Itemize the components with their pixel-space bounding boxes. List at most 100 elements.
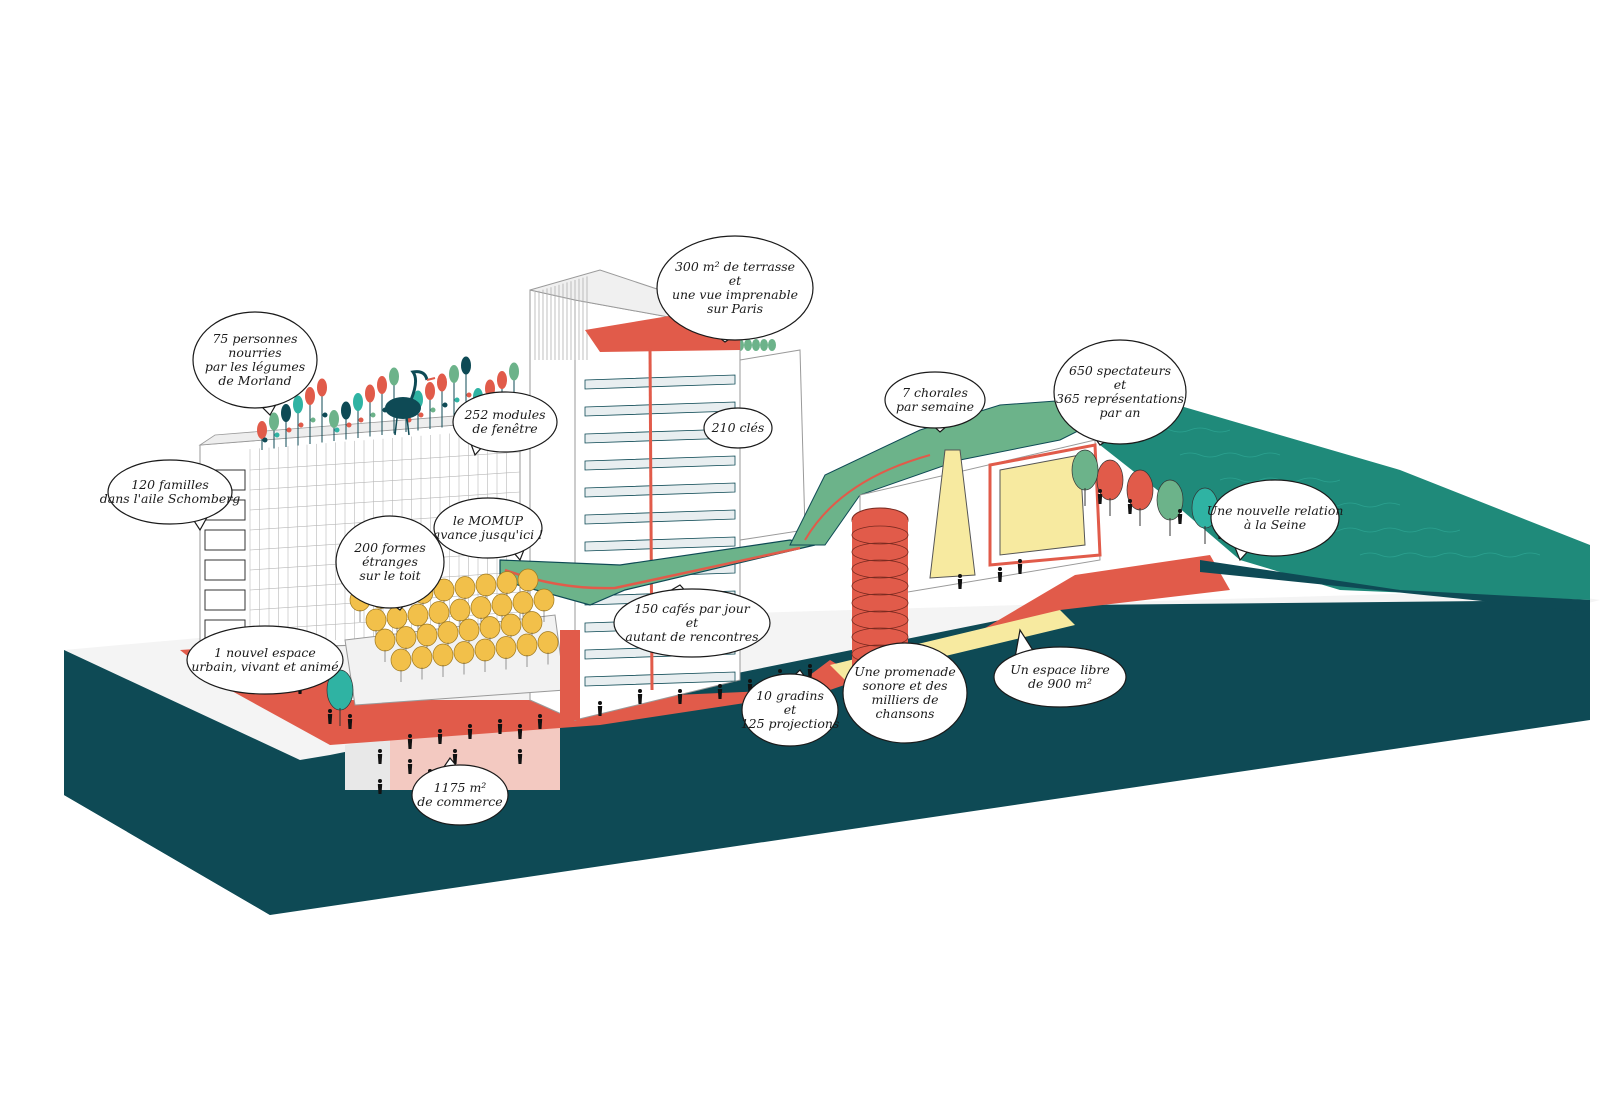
bubble-text-line: et: [1114, 377, 1127, 392]
person-silhouette-icon: [1017, 559, 1023, 574]
skywalk-red-line: [504, 546, 801, 590]
rooftop-plant-icon: [353, 393, 364, 438]
bubble-text-line: sonore et des: [862, 678, 947, 693]
spiral-ring: [851, 610, 909, 630]
bubble-text-line: sur Paris: [707, 301, 763, 316]
bubble-text-line: 200 formes: [353, 540, 426, 555]
annotation-bubble-keys: 210 clés: [703, 407, 773, 449]
dome-icon: [411, 646, 433, 680]
rooftop-plant-icon: [760, 339, 768, 351]
heron-bird-icon: [385, 370, 436, 436]
bubble-text-line: le MOMUP: [453, 513, 524, 528]
person-silhouette-icon: [517, 724, 523, 739]
tower-floor-slab: [584, 671, 736, 687]
red-ground-path: [180, 555, 1230, 745]
bubble-text-line: et: [686, 615, 699, 630]
person-silhouette-icon: [717, 684, 723, 699]
bubble-text-line: Un espace libre: [1010, 662, 1110, 677]
person-silhouette-icon: [637, 689, 643, 704]
tower-floor-slab: [584, 536, 736, 552]
person-silhouette-icon: [407, 759, 413, 774]
bubble-text-line: de Morland: [218, 373, 291, 388]
bubble-text-line: Une promenade: [854, 664, 956, 679]
dome-icon: [517, 568, 539, 602]
hall-red-outline: [988, 443, 1102, 567]
person-silhouette-icon: [1097, 489, 1103, 504]
person-silhouette-icon: [1177, 509, 1183, 524]
rooftop-plant-icon: [365, 384, 376, 437]
dome-icon: [474, 638, 496, 672]
bubble-text-line: à la Seine: [1244, 517, 1306, 532]
spiral-ring: [851, 593, 909, 613]
bubble-text-line: par an: [1100, 405, 1141, 420]
tree-icon: [1126, 469, 1154, 526]
rooftop-plant-icon: [752, 339, 760, 351]
tree-icon: [1096, 459, 1124, 516]
rooftop-plant-icon: [768, 339, 776, 351]
person-silhouette-icon: [957, 574, 963, 589]
bubble-text-line: de commerce: [417, 794, 502, 809]
rooftop-plant-icon: [257, 421, 268, 450]
bubble-text-line: de fenêtre: [472, 421, 537, 436]
bubble-text-line: par semaine: [896, 399, 974, 414]
spiral-ring: [851, 559, 909, 579]
dome-icon: [432, 643, 454, 677]
tower-floor-slab: [584, 455, 736, 471]
bubble-text-line: et: [784, 702, 797, 717]
spiral-ring: [851, 576, 909, 596]
concert-hall: [851, 439, 1102, 681]
rooftop-plant-icon: [437, 373, 448, 428]
ground-front-face: [64, 600, 1590, 915]
person-silhouette-icon: [327, 709, 333, 724]
dome-icon: [365, 608, 387, 642]
dome-icon: [475, 573, 497, 607]
dome-icon: [479, 616, 501, 650]
rooftop-plant-icon: [449, 365, 460, 426]
person-silhouette-icon: [467, 724, 473, 739]
dome-icon: [533, 588, 555, 622]
dome-icon: [416, 623, 438, 657]
bubble-text-line: 252 modules: [463, 407, 545, 422]
bubble-text-line: 300 m² de terrasse: [675, 259, 795, 274]
dome-icon: [495, 636, 517, 670]
green-ramp-red-line: [804, 454, 931, 541]
bubble-text-line: Une nouvelle relation: [1207, 503, 1344, 518]
person-silhouette-icon: [377, 779, 383, 794]
person-silhouette-icon: [452, 749, 458, 764]
dome-icon: [374, 628, 396, 662]
choir-cone: [929, 449, 976, 579]
bubble-text-line: chansons: [876, 706, 935, 721]
dome-icon: [500, 613, 522, 647]
person-silhouette-icon: [597, 701, 603, 716]
person-silhouette-icon: [677, 689, 683, 704]
dome-icon: [516, 633, 538, 667]
bubble-text-line: et: [729, 273, 742, 288]
bubble-text-line: par les légumes: [205, 359, 305, 374]
tower-floor-slab: [584, 509, 736, 525]
person-silhouette-icon: [517, 749, 523, 764]
tree-icon: [1156, 479, 1184, 536]
person-silhouette-icon: [437, 729, 443, 744]
person-silhouette-icon: [997, 567, 1003, 582]
bubble-text-line: urbain, vivant et animé: [191, 659, 339, 674]
dome-icon: [390, 648, 412, 682]
person-silhouette-icon: [377, 749, 383, 764]
spiral-ring: [851, 525, 909, 545]
rooftop-plant-icon: [305, 387, 316, 444]
dome-icon: [454, 576, 476, 610]
person-silhouette-icon: [407, 734, 413, 749]
tree-icon: [1071, 449, 1099, 506]
bubble-text-line: étranges: [362, 554, 418, 569]
bubble-text-line: nourries: [228, 345, 281, 360]
dome-icon: [537, 631, 559, 665]
facade-floor-line: [249, 491, 521, 511]
bubble-text-line: dans l'aile Schomberg: [100, 491, 241, 506]
